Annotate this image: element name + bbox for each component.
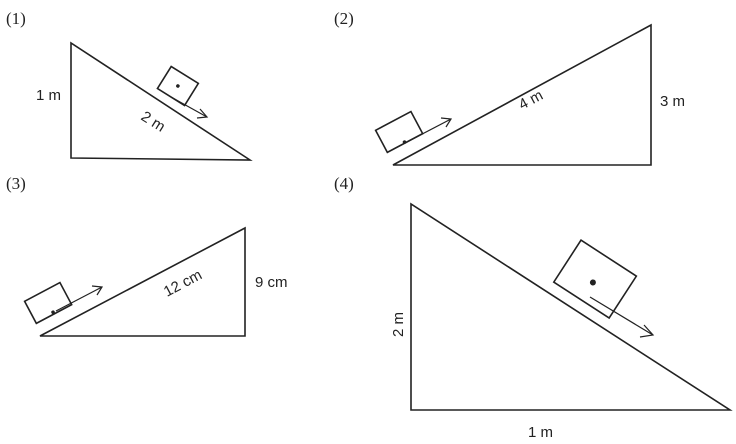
figure-1-block xyxy=(156,65,200,107)
figure-2-arrow xyxy=(404,117,453,144)
figure-3: (3) 9 cm 12 cm xyxy=(6,174,288,337)
figure-1-height-label: 1 m xyxy=(36,87,61,104)
figure-4: (4) 2 m 1 m xyxy=(334,174,733,441)
figure-3-triangle xyxy=(39,226,246,337)
figure-3-slope-label: 12 cm xyxy=(161,266,205,300)
figure-3-arrow xyxy=(55,285,104,312)
figure-1-slope-label: 2 m xyxy=(138,108,168,136)
figure-4-triangle xyxy=(410,202,733,411)
figure-1: (1) 1 m 2 m xyxy=(6,9,253,161)
figure-2-slope-label: 4 m xyxy=(516,87,546,114)
figure-4-arrow xyxy=(589,296,655,338)
figure-2-number: (2) xyxy=(334,9,354,28)
figure-3-height-label: 9 cm xyxy=(255,274,288,291)
figure-4-block xyxy=(552,239,638,320)
figure-3-block xyxy=(23,281,73,325)
figure-4-height-label: 2 m xyxy=(390,312,407,337)
figure-2: (2) 3 m 4 m xyxy=(334,9,685,166)
figure-2-height-label: 3 m xyxy=(660,93,685,110)
figure-2-triangle xyxy=(392,23,652,166)
figure-1-arrow xyxy=(170,96,209,119)
figure-4-base-label: 1 m xyxy=(528,424,553,441)
figure-2-block xyxy=(374,110,424,154)
figure-1-triangle xyxy=(70,41,253,161)
figure-1-number: (1) xyxy=(6,9,26,28)
figure-3-number: (3) xyxy=(6,174,26,193)
figure-4-number: (4) xyxy=(334,174,354,193)
